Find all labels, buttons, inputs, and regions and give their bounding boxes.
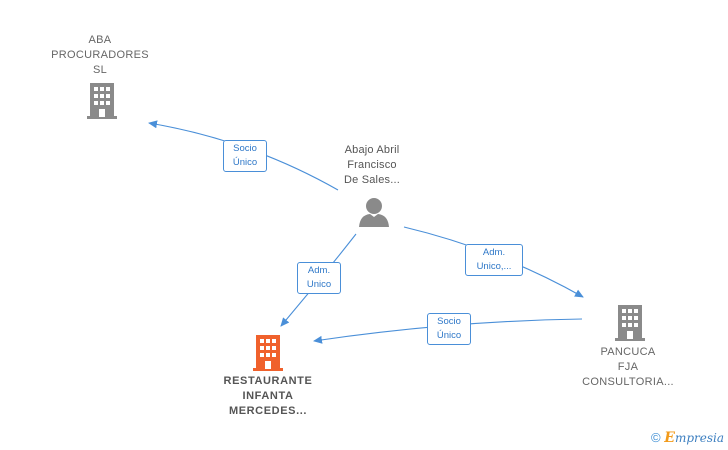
edge-label-line: Adm.: [307, 265, 331, 276]
node-label-line: INFANTA: [242, 390, 294, 402]
person-icon[interactable]: [358, 197, 390, 227]
edge-label-pancuca-restaurante[interactable]: Socio Único: [427, 313, 471, 345]
edge-label-line: Único: [232, 157, 258, 168]
node-label-line: Francisco: [347, 159, 397, 171]
brand-footer: © Empresia: [651, 430, 724, 446]
building-icon[interactable]: [252, 335, 284, 371]
edge-label-abajo-restaurante[interactable]: Adm. Unico: [297, 262, 341, 294]
node-label-line: De Sales...: [343, 174, 400, 186]
edge-label-abajo-aba[interactable]: Socio Único: [223, 140, 267, 172]
edge-label-line: Unico,...: [476, 261, 512, 272]
edge-label-line: Unico: [306, 279, 332, 290]
node-label-line: Abajo Abril: [344, 144, 400, 156]
brand-logo-initial: E: [664, 430, 675, 446]
node-abajo-abril[interactable]: Abajo Abril Francisco De Sales...: [322, 143, 422, 188]
node-label-line: PANCUCA: [600, 346, 656, 358]
node-pancuca[interactable]: PANCUCA FJA CONSULTORIA...: [568, 345, 688, 390]
node-label-line: PROCURADORES: [51, 49, 149, 61]
node-aba-procuradores[interactable]: ABA PROCURADORES SL: [40, 33, 160, 78]
node-restaurante-infanta[interactable]: RESTAURANTE INFANTA MERCEDES...: [198, 374, 338, 419]
edge-label-line: Adm.: [482, 247, 506, 258]
node-label-line: RESTAURANTE: [223, 375, 313, 387]
building-icon[interactable]: [86, 83, 118, 119]
node-label-line: FJA: [617, 361, 639, 373]
edge-label-line: Socio: [233, 143, 257, 154]
brand-logo: Empresia: [664, 430, 724, 446]
node-label-line: ABA: [88, 34, 112, 46]
node-label-line: SL: [92, 64, 108, 76]
node-label-line: CONSULTORIA...: [582, 376, 674, 388]
brand-logo-text: mpresia: [674, 431, 724, 445]
building-icon[interactable]: [614, 305, 646, 341]
copyright-icon: ©: [651, 430, 661, 445]
edge-label-abajo-pancuca[interactable]: Adm. Unico,...: [465, 244, 523, 276]
edge-label-line: Único: [436, 330, 462, 341]
node-label-line: MERCEDES...: [228, 405, 308, 417]
edge-label-line: Socio: [437, 316, 461, 327]
